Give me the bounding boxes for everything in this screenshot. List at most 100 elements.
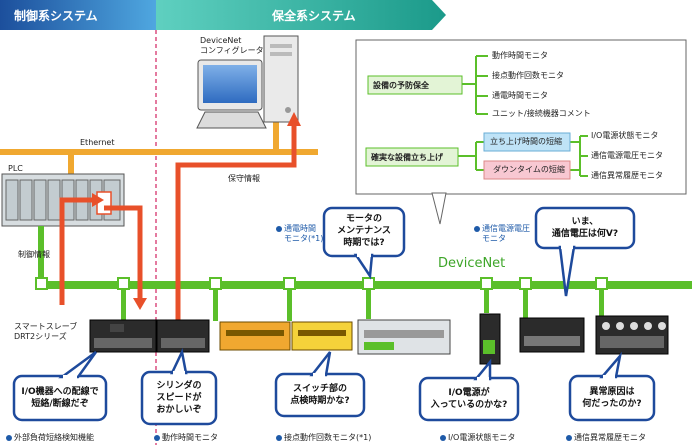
comm-voltage-note: 通信電源電圧 モニタ (474, 224, 530, 244)
power-time-note: 通電時間 モニタ(*1) (276, 224, 323, 244)
control-system-arrow (0, 0, 156, 30)
control-info-arrow (59, 197, 92, 305)
startup-box-2-label: ダウンタイムの短縮 (493, 165, 565, 174)
devicenet-label: DeviceNet (438, 256, 506, 271)
preventive-title-box (367, 75, 463, 95)
configurator-label: DeviceNet コンフィグレータ (200, 36, 264, 56)
bullet-dot-icon (276, 225, 282, 232)
control-info-arrow-2 (104, 205, 143, 300)
bubble-io-power-line2: 入っているのかな? (430, 400, 508, 410)
bubble-io-power-line1: I/O電源が (448, 388, 490, 398)
bubble-voltage-line1: いま、 (571, 217, 599, 227)
bubble-io-check: I/O機器への配線で 短絡/断線だぞ (14, 386, 106, 410)
caption-short-circuit-text: 外部負荷短絡検知機能 (14, 433, 94, 442)
ethernet-label: Ethernet (80, 138, 115, 147)
caption-io-power-text: I/O電源状態モニタ (448, 433, 516, 442)
bubble-cylinder-shape (140, 348, 218, 426)
preventive-title: 設備の予防保全 (373, 81, 429, 90)
bubble-switch-line1: スイッチ部の (292, 384, 347, 394)
panel-bracket-1 (462, 55, 488, 115)
bubble-io-check-line1: I/O機器への配線で (21, 387, 99, 397)
caption-operating-time-text: 動作時間モニタ (162, 433, 218, 442)
startup-item-2: 通信電源電圧モニタ (591, 151, 663, 160)
bullet-dot-icon (566, 434, 572, 441)
bubble-io-power: I/O電源が 入っているのかな? (420, 387, 518, 411)
preventive-item-4: ユニット/接続機器コメント (492, 109, 591, 118)
caption-comm-history: 通信異常履歴モニタ (566, 432, 646, 443)
caption-comm-history-text: 通信異常履歴モニタ (574, 433, 646, 442)
slave-device-3 (219, 321, 353, 351)
bubble-switch-shape (274, 351, 366, 418)
control-system-title: 制御系システム (14, 9, 98, 23)
bubble-motor-shape (322, 206, 406, 280)
slave-device-6 (519, 317, 585, 353)
bubble-voltage-line2: 通信電圧は何V? (551, 229, 619, 239)
plc-label: PLC (8, 164, 23, 173)
comm-voltage-note-line2: モニタ (482, 234, 506, 243)
panel-bracket-2 (458, 141, 484, 171)
terminator-left (35, 277, 48, 290)
caption-short-circuit: 外部負荷短絡検知機能 (6, 432, 94, 443)
bubble-voltage-shape (534, 206, 636, 297)
ethernet-drop-plc (68, 152, 74, 174)
comm-voltage-note-line1: 通信電源電圧 (482, 224, 530, 233)
maintenance-info-arrowhead (287, 112, 301, 126)
slave-device-1 (89, 319, 157, 353)
bubble-cause-line1: 異常原因は (589, 387, 635, 397)
control-info-label: 制御情報 (18, 250, 50, 259)
preventive-item-2: 接点動作回数モニタ (492, 71, 564, 80)
bullet-dot-icon (440, 434, 446, 441)
bubble-io-check-shape (12, 350, 108, 422)
caption-contact-count: 接点動作回数モニタ(*1) (276, 432, 371, 443)
slave-device-7 (595, 315, 669, 355)
slave-device-5 (479, 313, 501, 365)
preventive-item-1: 動作時間モニタ (492, 51, 548, 60)
control-info-arrowhead-2 (133, 298, 147, 310)
bubble-cylinder-line2: スピードが (156, 393, 202, 403)
devicenet-drop-plc (38, 226, 44, 284)
info-panel-tail (431, 192, 447, 225)
slave-device-2 (156, 319, 210, 353)
caption-contact-count-text: 接点動作回数モニタ(*1) (284, 433, 372, 442)
bubble-cause-line2: 何だったのか? (582, 399, 642, 409)
configurator-label-line1: DeviceNet (200, 36, 242, 45)
maintenance-info-arrow (175, 125, 297, 320)
bubble-io-power-shape (418, 358, 520, 422)
slave-series-label: スマートスレーブ DRT2シリーズ (14, 322, 77, 342)
bullet-dot-icon (154, 434, 160, 441)
slave-series-line1: スマートスレーブ (14, 322, 78, 331)
bubble-motor-line1: モータの (345, 214, 382, 224)
bubble-cause: 異常原因は 何だったのか? (570, 386, 654, 410)
bubble-cylinder-line3: おかしいぞ (156, 405, 202, 415)
startup-box-1 (483, 132, 571, 152)
maintenance-system-title: 保全系システム (272, 9, 356, 23)
startup-item-1: I/O電源状態モニタ (591, 131, 659, 140)
caption-io-power: I/O電源状態モニタ (440, 432, 515, 443)
power-time-note-line2: モニタ(*1) (284, 234, 324, 243)
bubble-switch-line2: 点検時期かな? (290, 396, 350, 406)
bubble-motor-line2: メンテナンス (337, 226, 391, 236)
startup-title-box (365, 147, 459, 167)
configurator-pc-icon (196, 35, 299, 129)
bullet-dot-icon (276, 434, 282, 441)
power-time-note-line1: 通電時間 (284, 224, 316, 233)
panel-bracket-3 (570, 135, 588, 177)
bubble-voltage: いま、 通信電圧は何V? (536, 216, 634, 240)
bubble-motor: モータの メンテナンス 時期では? (324, 213, 404, 249)
configurator-label-line2: コンフィグレータ (200, 46, 264, 55)
bullet-dot-icon (474, 225, 480, 232)
control-info-arrowhead (92, 193, 104, 207)
bubble-cylinder-line1: シリンダの (156, 381, 202, 391)
ethernet-drop-pc (273, 120, 279, 152)
maintenance-system-arrow (156, 0, 446, 30)
startup-item-3: 通信異常履歴モニタ (591, 171, 663, 180)
bubble-motor-line3: 時期では? (343, 238, 385, 248)
slave-series-line2: DRT2シリーズ (14, 332, 67, 341)
startup-box-2 (483, 160, 571, 180)
bullet-dot-icon (6, 434, 12, 441)
bubble-switch: スイッチ部の 点検時期かな? (276, 383, 364, 407)
bubble-cylinder: シリンダの スピードが おかしいぞ (142, 380, 216, 416)
startup-box-1-label: 立ち上げ時間の短縮 (490, 137, 562, 146)
slave-device-4 (357, 319, 451, 355)
